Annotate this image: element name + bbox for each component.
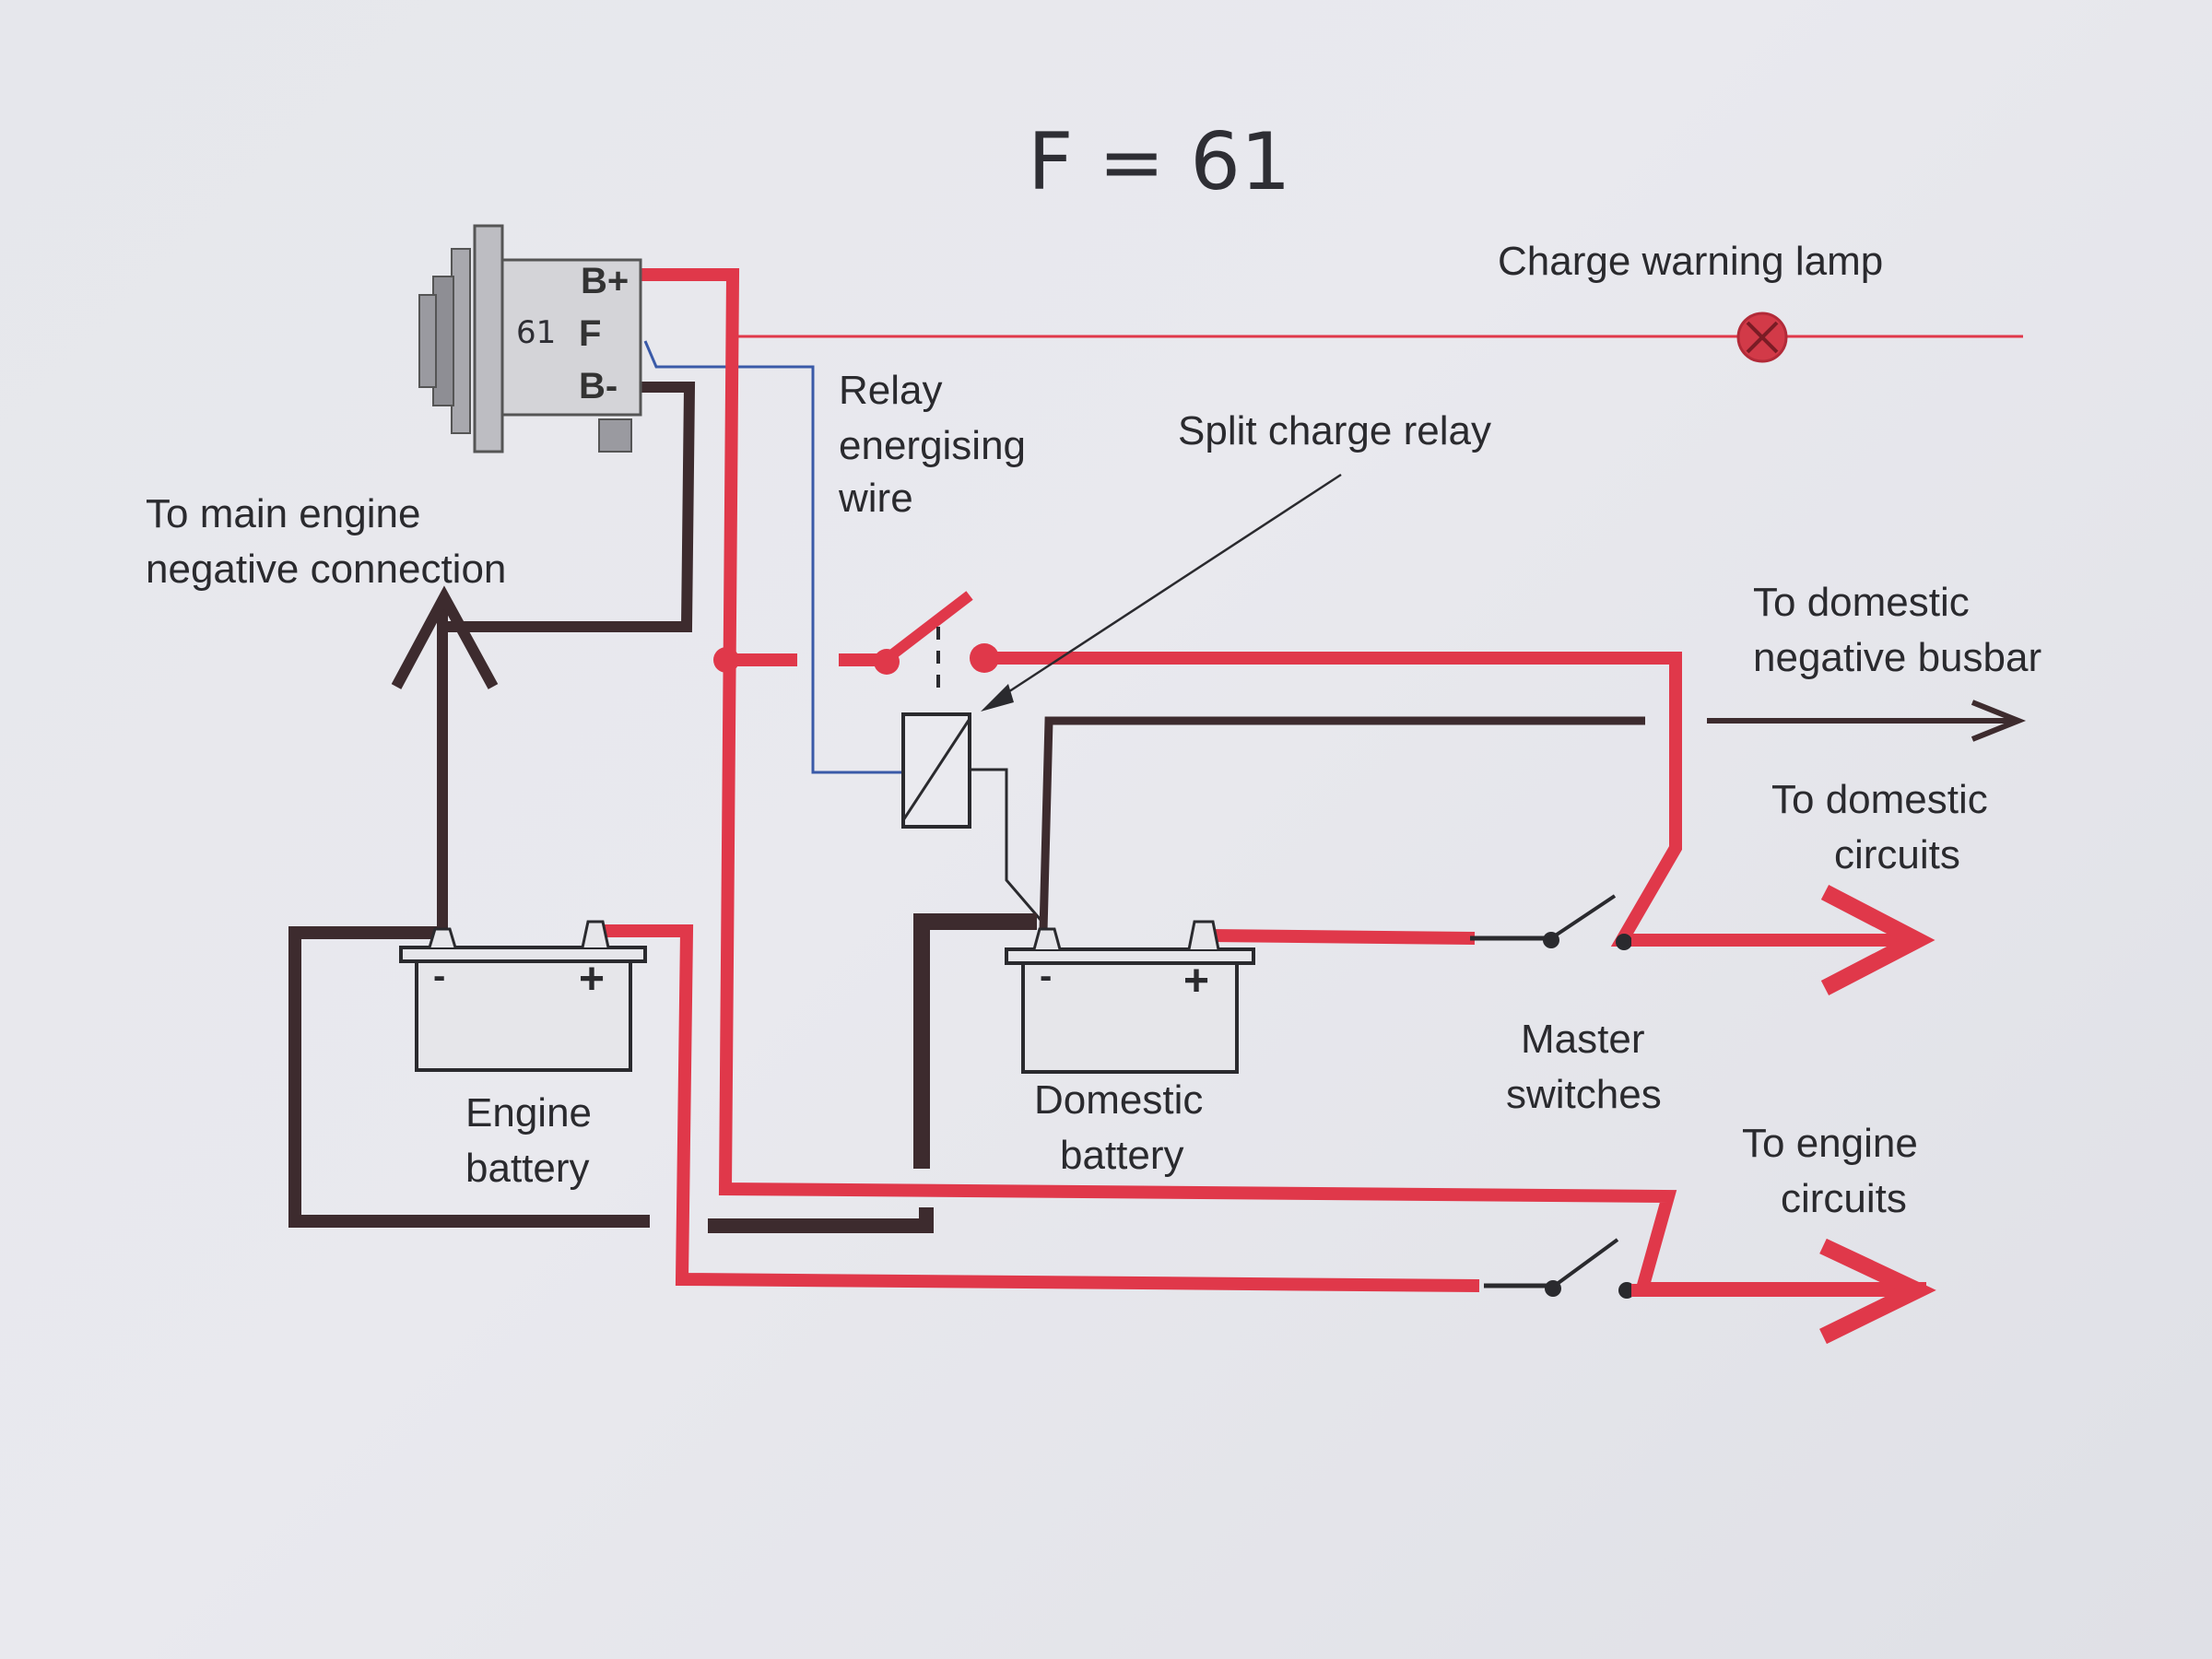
charge-warning-lamp-label: Charge warning lamp	[1498, 239, 1883, 284]
domestic-battery-label-1: Domestic	[1034, 1077, 1203, 1123]
relay-pointer-arrowhead	[981, 684, 1014, 712]
domestic-negative-label-1: To domestic	[1753, 580, 1970, 625]
relay-energising-label-3: wire	[838, 476, 913, 521]
alternator-model-label: 61	[516, 314, 556, 351]
domestic-circuits-arrow-icon	[1820, 885, 1936, 995]
engine-battery-label-1: Engine	[465, 1090, 592, 1135]
split-charge-relay-contact	[874, 591, 999, 696]
domestic-circuits-label-1: To domestic	[1771, 777, 1988, 822]
relay-energising-wire	[643, 340, 903, 774]
domestic-battery-positive-wire	[1208, 929, 1476, 945]
alternator-negative-wire	[442, 382, 696, 632]
relay-coil	[901, 712, 971, 829]
split-charge-relay-label: Split charge relay	[1178, 408, 1491, 453]
domestic-negative-label-2: negative busbar	[1753, 635, 2041, 680]
domestic-battery-negative-wire	[913, 913, 1037, 1169]
domestic-circuits-label-2: circuits	[1834, 832, 1960, 877]
domestic-battery-positive-mark: +	[1183, 957, 1209, 1006]
engine-battery-positive-wire	[590, 924, 1480, 1292]
engine-negative-join-wire	[708, 1207, 934, 1233]
alternator-b-plus-label: B+	[581, 261, 629, 301]
engine-battery-negative-wire	[288, 926, 650, 1228]
master-switches-label-1: Master	[1521, 1017, 1644, 1062]
domestic-battery-negative-mark: -	[1040, 956, 1052, 996]
relay-coil-negative-wire	[970, 768, 1048, 927]
engine-battery: - +	[399, 920, 647, 1072]
junction-dot	[713, 647, 739, 673]
domestic-battery: - +	[1005, 920, 1255, 1074]
domestic-negative-busbar-arrow-icon	[1971, 700, 2027, 742]
main-engine-negative-label-1: To main engine	[146, 491, 420, 536]
charge-warning-lamp-icon	[1736, 312, 1788, 363]
relay-output-wire	[984, 652, 1696, 947]
relay-pointer-line	[994, 473, 1342, 702]
engine-circuits-label-1: To engine	[1742, 1121, 1918, 1166]
engine-circuits-label-2: circuits	[1781, 1176, 1907, 1221]
relay-energising-label-2: energising	[839, 423, 1026, 468]
engine-circuits-arrow-icon	[1819, 1238, 1936, 1345]
main-engine-negative-arrow-icon	[391, 585, 499, 689]
alternator-icon: B+ F B- 61	[418, 224, 642, 453]
alternator-f-label: F	[579, 313, 601, 354]
engine-battery-negative-mark: -	[433, 956, 445, 996]
domestic-negative-wire	[1039, 716, 1645, 932]
master-switches-label-2: switches	[1506, 1072, 1662, 1117]
domestic-battery-label-2: battery	[1060, 1133, 1184, 1178]
engine-battery-label-2: battery	[465, 1146, 590, 1191]
main-engine-negative-label-2: negative connection	[146, 547, 506, 592]
relay-energising-label-1: Relay	[839, 368, 943, 413]
engine-battery-positive-mark: +	[579, 955, 605, 1004]
handwritten-note: F = 61	[1028, 116, 1291, 208]
alternator-b-minus-label: B-	[579, 366, 618, 406]
